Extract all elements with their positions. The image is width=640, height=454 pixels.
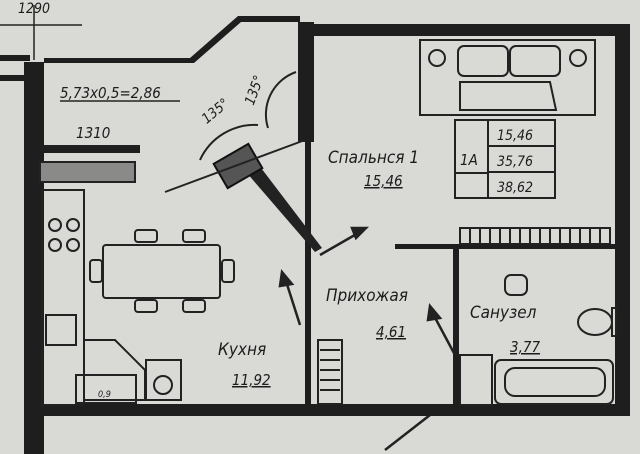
- door-arc: [199, 123, 259, 161]
- entrance-arrows: [278, 226, 457, 451]
- door-arc: [264, 71, 297, 129]
- apartment-type: 1А: [460, 151, 478, 169]
- door-angle-label: 135°: [242, 73, 267, 107]
- bed: [419, 39, 596, 116]
- total-with-balcony: 38,62: [497, 180, 533, 196]
- living-area: 15,46: [497, 128, 533, 144]
- kitchen-counter: [41, 189, 85, 406]
- kitchen-area: 11,92: [232, 371, 271, 389]
- bathroom-area: 3,77: [510, 338, 540, 356]
- hallway-area: 4,61: [376, 323, 406, 341]
- bathroom-fixtures: [459, 274, 617, 406]
- walls: [0, 16, 630, 454]
- door-angle-label: 135°: [199, 96, 233, 128]
- bathroom-name: Санузел: [470, 303, 537, 323]
- sink-icon: [45, 314, 77, 346]
- bedroom-name: Спальнся 1: [328, 148, 419, 168]
- ventilation-shaft: [212, 142, 264, 190]
- stove-burner-icon: [48, 218, 62, 232]
- cabinet-size-label: 0,9: [98, 390, 111, 400]
- toilet-icon: [577, 308, 613, 336]
- dimension-1310: 1310: [76, 124, 110, 142]
- washing-machine: [459, 354, 493, 406]
- washbasin-icon: [504, 274, 528, 296]
- bathtub-icon: [494, 359, 614, 405]
- door-leaf: [164, 139, 306, 193]
- kitchen-counter-strip: [39, 161, 136, 183]
- bedroom-area: 15,46: [364, 172, 403, 190]
- balcony-area-formula: 5,73x0,5=2,86: [60, 84, 161, 102]
- total-area: 35,76: [497, 154, 533, 170]
- dimension-lines: [0, 5, 180, 147]
- kitchen-furniture: [41, 189, 235, 406]
- shoe-rack: [317, 339, 343, 405]
- area-summary-table: [454, 119, 556, 199]
- diagonal-wall: [240, 160, 322, 252]
- hallway-name: Прихожая: [326, 286, 408, 306]
- boiler: [145, 359, 182, 401]
- wardrobe: [459, 227, 611, 245]
- dimension-1290: 1290: [18, 1, 50, 17]
- dining-table: [102, 244, 221, 299]
- boiler-fan-icon: [153, 375, 173, 395]
- kitchen-name: Кухня: [218, 340, 266, 360]
